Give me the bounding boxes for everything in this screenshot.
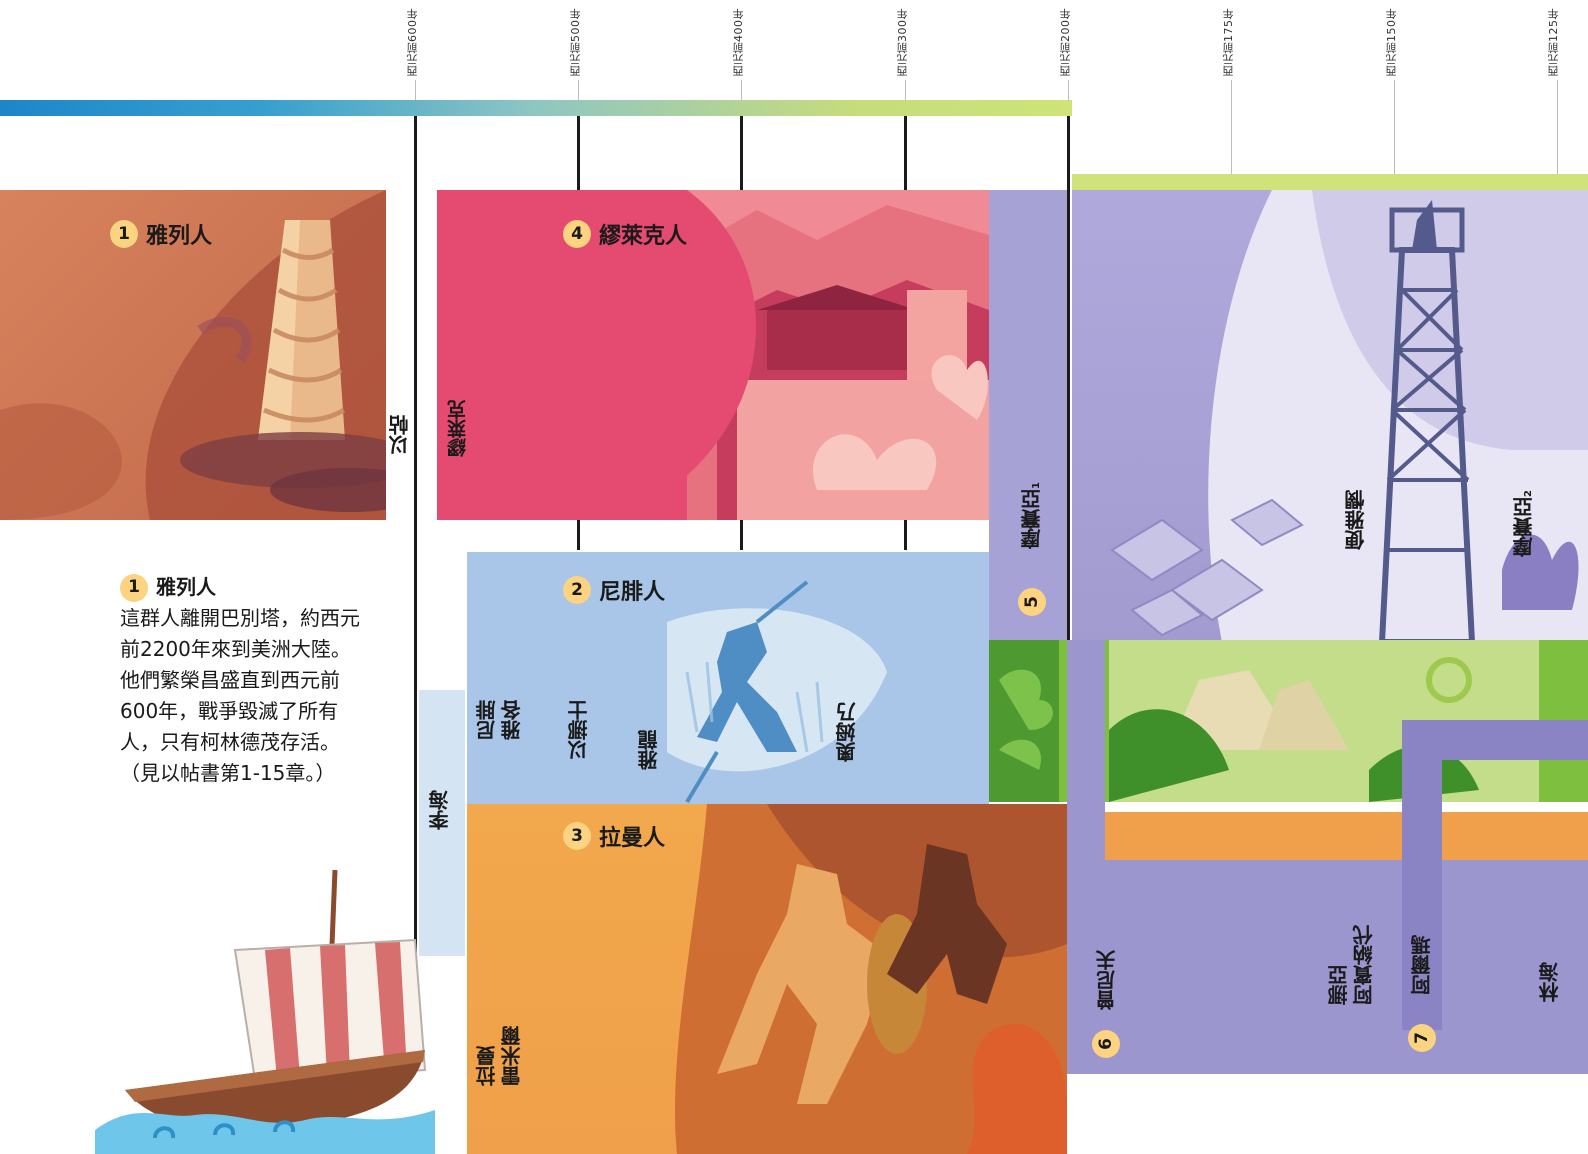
city-illustration (437, 190, 989, 520)
year-line (740, 520, 743, 550)
section-number-badge: 3 (563, 822, 591, 850)
orange-strip (1105, 812, 1402, 860)
jaredite-title: 雅列人 (146, 224, 213, 249)
jungle-illustration (989, 640, 1539, 802)
lehi-label: 李海 (428, 790, 452, 830)
section-number-badge: 5 (1018, 588, 1046, 616)
tower-scene-illustration (1110, 190, 1588, 642)
year-tick (578, 80, 579, 100)
year-line (740, 116, 743, 190)
mosiah2-label: 摩賽亞2 (1512, 490, 1536, 557)
year-line (904, 520, 907, 550)
orange-strip (1442, 812, 1588, 860)
year-tick (415, 80, 416, 100)
jaredite-description-body: 這群人離開巴別塔，約西元前2200年來到美洲大陸。他們繁榮昌盛直到西元前600年… (120, 606, 360, 785)
benjamin-label: 便雅憫 (1344, 490, 1368, 550)
lamanite-title: 拉曼人 (599, 826, 666, 851)
year-label: 西元前175年 (1222, 8, 1235, 77)
section-number-badge: 4 (563, 220, 591, 248)
year-line (904, 116, 907, 190)
year-label: 西元前200年 (1059, 8, 1072, 77)
tower-illustration (0, 190, 386, 520)
noah-abinadi-label: 挪亞 阿賓納代 (1327, 925, 1376, 1005)
alma-column (1402, 720, 1442, 1030)
enos-label: 以挪士 (567, 700, 591, 760)
section-number-badge: 7 (1408, 1024, 1436, 1052)
ether-line (414, 116, 417, 956)
jaredite-panel: 1 雅列人 (0, 190, 386, 520)
year-tick (1557, 80, 1558, 174)
year-label: 西元前400年 (732, 8, 745, 77)
year-tick (1068, 80, 1069, 100)
jarom-label: 雅龍 (637, 730, 661, 770)
limhi-column (1442, 720, 1588, 760)
section-number-badge: 2 (563, 576, 591, 604)
nephite-title: 尼腓人 (599, 580, 666, 605)
mosiah1-column (989, 190, 1067, 640)
omni-label: 奧姆乃 (835, 702, 859, 762)
jaredite-description-title: 雅列人 (156, 575, 216, 599)
mulek-label: 繆萊克 (447, 400, 469, 457)
year-tick (741, 80, 742, 100)
year-label: 西元前300年 (896, 8, 909, 77)
mulekite-title: 繆萊克人 (599, 224, 688, 249)
timeline-bar-right (1072, 174, 1588, 190)
benjamin-panel: 便雅憫 摩賽亞2 (1072, 190, 1588, 642)
jaredite-description: 1 雅列人 這群人離開巴別塔，約西元前2200年來到美洲大陸。他們繁榮昌盛直到西… (120, 572, 360, 789)
laman-lemuel-label: 拉曼 雷米爾 (475, 1026, 524, 1086)
year-line (577, 520, 580, 550)
zeniff-label: 曾尼夫 (1095, 950, 1119, 1010)
year-line (1067, 116, 1070, 646)
year-label: 西元前150年 (1385, 8, 1398, 77)
mosiah1-label: 摩賽亞1 (1020, 482, 1044, 549)
farmer-illustration (667, 580, 887, 804)
mulekite-panel: 4 繆萊克人 繆萊克 (437, 190, 989, 520)
alma-label: 阿爾瑪 (1410, 935, 1434, 995)
ship-illustration (95, 870, 435, 1154)
year-tick (905, 80, 906, 100)
year-tick (1231, 80, 1232, 174)
year-line (577, 116, 580, 190)
warriors-illustration (674, 804, 1067, 1154)
zeniff-block (1067, 860, 1588, 1074)
nephi-jacob-label: 尼腓 雅各 (475, 700, 524, 740)
year-label: 西元前600年 (406, 8, 419, 77)
section-number-badge: 6 (1092, 1030, 1120, 1058)
year-label: 西元前125年 (1547, 8, 1560, 77)
section-number-badge: 1 (120, 573, 148, 602)
lamanite-panel: 3 拉曼人 拉曼 雷米爾 (467, 804, 1067, 1154)
year-tick (1394, 80, 1395, 174)
timeline-bar (0, 100, 1072, 116)
nephite-panel: 2 尼腓人 尼腓 雅各 以挪士 雅龍 奧姆乃 (467, 552, 989, 804)
section-number-badge: 1 (110, 220, 138, 248)
limhi-label: 林海 (1538, 962, 1562, 1002)
year-label: 西元前500年 (569, 8, 582, 77)
ether-label: 以帖 (388, 415, 412, 455)
lehi-column (419, 690, 465, 956)
